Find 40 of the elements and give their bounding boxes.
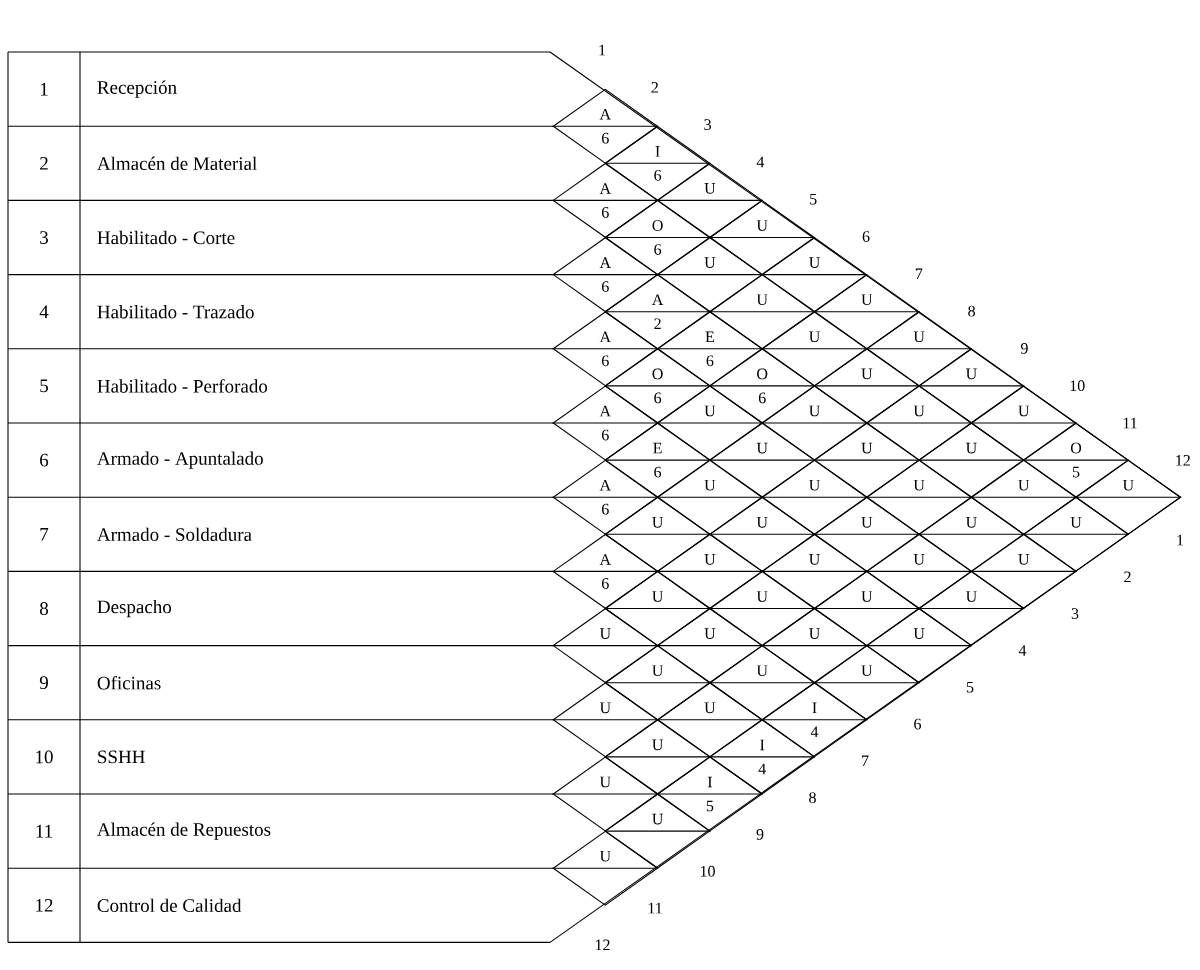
department-name: Oficinas: [97, 675, 161, 690]
row-number: 2: [40, 157, 48, 170]
row-number: 8: [39, 602, 48, 615]
column-number: 5: [966, 681, 974, 693]
column-number: 1: [1177, 534, 1184, 546]
column-number: 3: [704, 119, 711, 130]
column-number: 1: [599, 44, 606, 56]
column-number: 12: [595, 939, 610, 951]
column-number: 4: [756, 156, 765, 168]
department-name: SSHH: [98, 750, 145, 764]
column-number: 2: [651, 82, 658, 93]
row-number: 5: [40, 379, 48, 393]
column-number: 6: [914, 718, 922, 730]
department-name: Habilitado - Perforado: [97, 379, 268, 393]
column-number: 12: [1176, 455, 1190, 466]
column-number: 8: [809, 792, 816, 803]
department-name: Control de Calidad: [97, 898, 242, 912]
row-number: 10: [36, 750, 53, 764]
department-name: Recepción: [97, 80, 177, 98]
row-number: 6: [40, 453, 49, 467]
row-number: 11: [36, 824, 52, 838]
column-number: 3: [1071, 608, 1079, 619]
department-name: Habilitado - Trazado: [97, 305, 254, 319]
department-name: Armado - Soldadura: [97, 527, 252, 541]
column-number: 9: [756, 829, 764, 840]
department-name: Almacén de Material: [97, 156, 257, 170]
row-number: 12: [36, 899, 53, 912]
row-number: 1: [40, 82, 48, 96]
column-number: 7: [862, 755, 869, 767]
row-number: 3: [40, 231, 48, 244]
department-name: Habilitado - Corte: [97, 230, 235, 245]
row-number: 7: [40, 528, 49, 541]
department-name: Armado - Apuntalado: [97, 451, 263, 469]
department-name: Despacho: [97, 599, 172, 618]
column-number: 10: [1070, 380, 1085, 392]
column-number: 2: [1124, 571, 1131, 583]
row-number: 4: [39, 305, 49, 318]
column-number: 4: [1018, 645, 1027, 656]
department-name: Almacén de Repuestos: [97, 822, 271, 840]
row-number: 9: [39, 676, 48, 690]
